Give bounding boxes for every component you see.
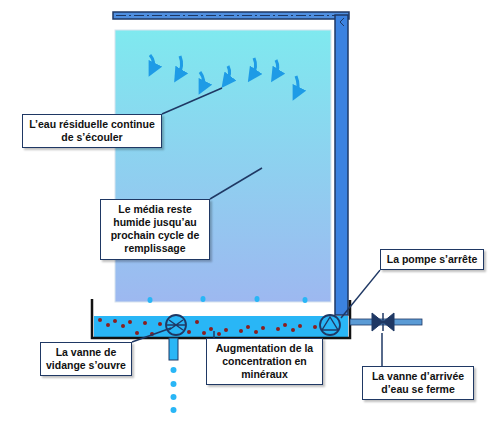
inlet-valve	[372, 313, 394, 331]
callout-box: L’eau résiduelle continue de s’écouler	[22, 114, 162, 148]
mineral-dot	[313, 325, 317, 329]
mineral-dot	[106, 323, 110, 327]
mineral-dot	[158, 322, 162, 326]
callout-box: Le média reste humide jusqu’au prochain …	[100, 199, 210, 260]
callout-text: La vanne d’arrivée d’eau se ferme	[367, 370, 469, 396]
mineral-dot	[143, 321, 147, 325]
leader-line	[213, 331, 215, 338]
leader-line	[210, 168, 262, 199]
callout-box: La pompe s’arrête	[380, 249, 484, 270]
mineral-dot	[217, 332, 221, 336]
leader-line	[132, 328, 171, 342]
mineral-dot	[113, 319, 117, 323]
mineral-dot	[202, 331, 206, 335]
riser-pipe	[335, 15, 348, 315]
mineral-dot	[254, 330, 258, 334]
callout-box: La vanne de vidange s’ouvre	[40, 342, 132, 376]
water-flow-arrows	[150, 55, 298, 94]
callout-text: Augmentation de la concentration en miné…	[211, 342, 318, 381]
leader-line	[162, 88, 222, 114]
leader-line	[381, 333, 383, 366]
mineral-dot	[239, 329, 243, 333]
mineral-dot	[276, 327, 280, 331]
pump	[320, 315, 340, 335]
mineral-dot	[195, 320, 199, 324]
mineral-dot	[135, 331, 139, 335]
mineral-dot	[224, 328, 228, 332]
mineral-dot	[98, 318, 102, 322]
top-pipe	[113, 12, 349, 19]
mineral-dot	[291, 328, 295, 332]
mineral-dot	[209, 327, 213, 331]
mineral-dot	[246, 325, 250, 329]
basin	[92, 299, 350, 338]
mineral-dots	[98, 318, 317, 336]
mineral-dot	[121, 324, 125, 328]
callout-text: Le média reste humide jusqu’au prochain …	[105, 203, 205, 256]
wet-media	[115, 30, 331, 302]
drain-valve	[166, 315, 186, 335]
mineral-dot	[298, 324, 302, 328]
mineral-dot	[128, 320, 132, 324]
drips	[148, 296, 308, 303]
mineral-dot	[261, 326, 265, 330]
mineral-dot	[283, 323, 287, 327]
mineral-dot	[187, 330, 191, 334]
callout-box: La vanne d’arrivée d’eau se ferme	[362, 366, 474, 400]
callout-text: La pompe s’arrête	[385, 253, 479, 266]
callout-box: Augmentation de la concentration en miné…	[206, 338, 323, 385]
drain-pipe	[169, 338, 178, 413]
callout-text: L’eau résiduelle continue de s’écouler	[27, 118, 157, 144]
leader-line	[341, 270, 380, 318]
callout-text: La vanne de vidange s’ouvre	[45, 346, 127, 372]
